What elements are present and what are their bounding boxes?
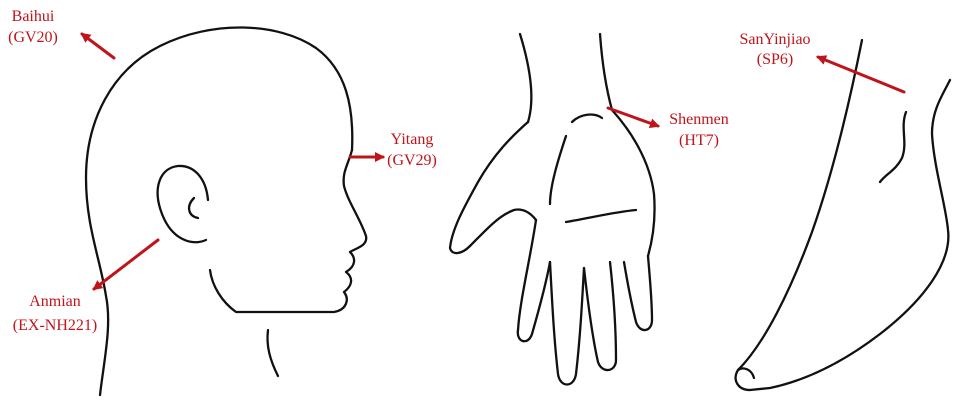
thumb-outline — [450, 122, 536, 253]
arrow-anmian — [94, 240, 158, 289]
forearm-left-edge — [520, 34, 531, 122]
heel-sole-outline — [750, 80, 950, 390]
ankle-bone-outline — [880, 112, 906, 182]
forearm-right-edge — [600, 34, 612, 110]
label-baihui-name: Baihui — [12, 8, 55, 25]
annotation-arrows — [82, 34, 904, 289]
label-yitang-code: (GV29) — [387, 152, 437, 169]
label-yitang-name: Yitang — [391, 131, 434, 148]
ear-inner-outline — [189, 198, 198, 218]
arrow-sanyinjiao — [818, 57, 904, 92]
label-shenmen-name: Shenmen — [669, 111, 729, 128]
acupoint-labels: Baihui (GV20) Yitang (GV29) Anmian (EX-N… — [8, 8, 810, 334]
arrow-baihui — [82, 34, 114, 58]
label-anmian-name: Anmian — [29, 293, 81, 310]
label-sanyinjiao-code: (SP6) — [757, 51, 793, 68]
thenar-crease — [550, 136, 566, 204]
palm-right-edge — [612, 110, 655, 256]
hand-illustration — [450, 34, 655, 385]
neck-front-outline — [267, 330, 278, 376]
index-finger-outline — [518, 220, 550, 341]
ear-outline — [158, 166, 208, 242]
middle-finger-outline — [550, 262, 584, 385]
face-profile-outline — [210, 150, 366, 312]
toe-outline — [738, 368, 754, 378]
label-baihui-code: (GV20) — [8, 29, 58, 46]
label-sanyinjiao-name: SanYinjiao — [739, 31, 810, 48]
arrow-shenmen — [608, 108, 658, 126]
label-shenmen-code: (HT7) — [679, 132, 719, 149]
foot-illustration — [736, 40, 950, 390]
little-finger-outline — [624, 256, 652, 330]
head-back-outline — [86, 27, 352, 395]
wrist-crease — [572, 115, 602, 122]
head-profile-illustration — [86, 27, 366, 395]
shin-outline — [736, 40, 862, 390]
palm-crease — [566, 210, 636, 222]
label-anmian-code: (EX-NH221) — [13, 317, 97, 334]
ring-finger-outline — [584, 262, 616, 370]
